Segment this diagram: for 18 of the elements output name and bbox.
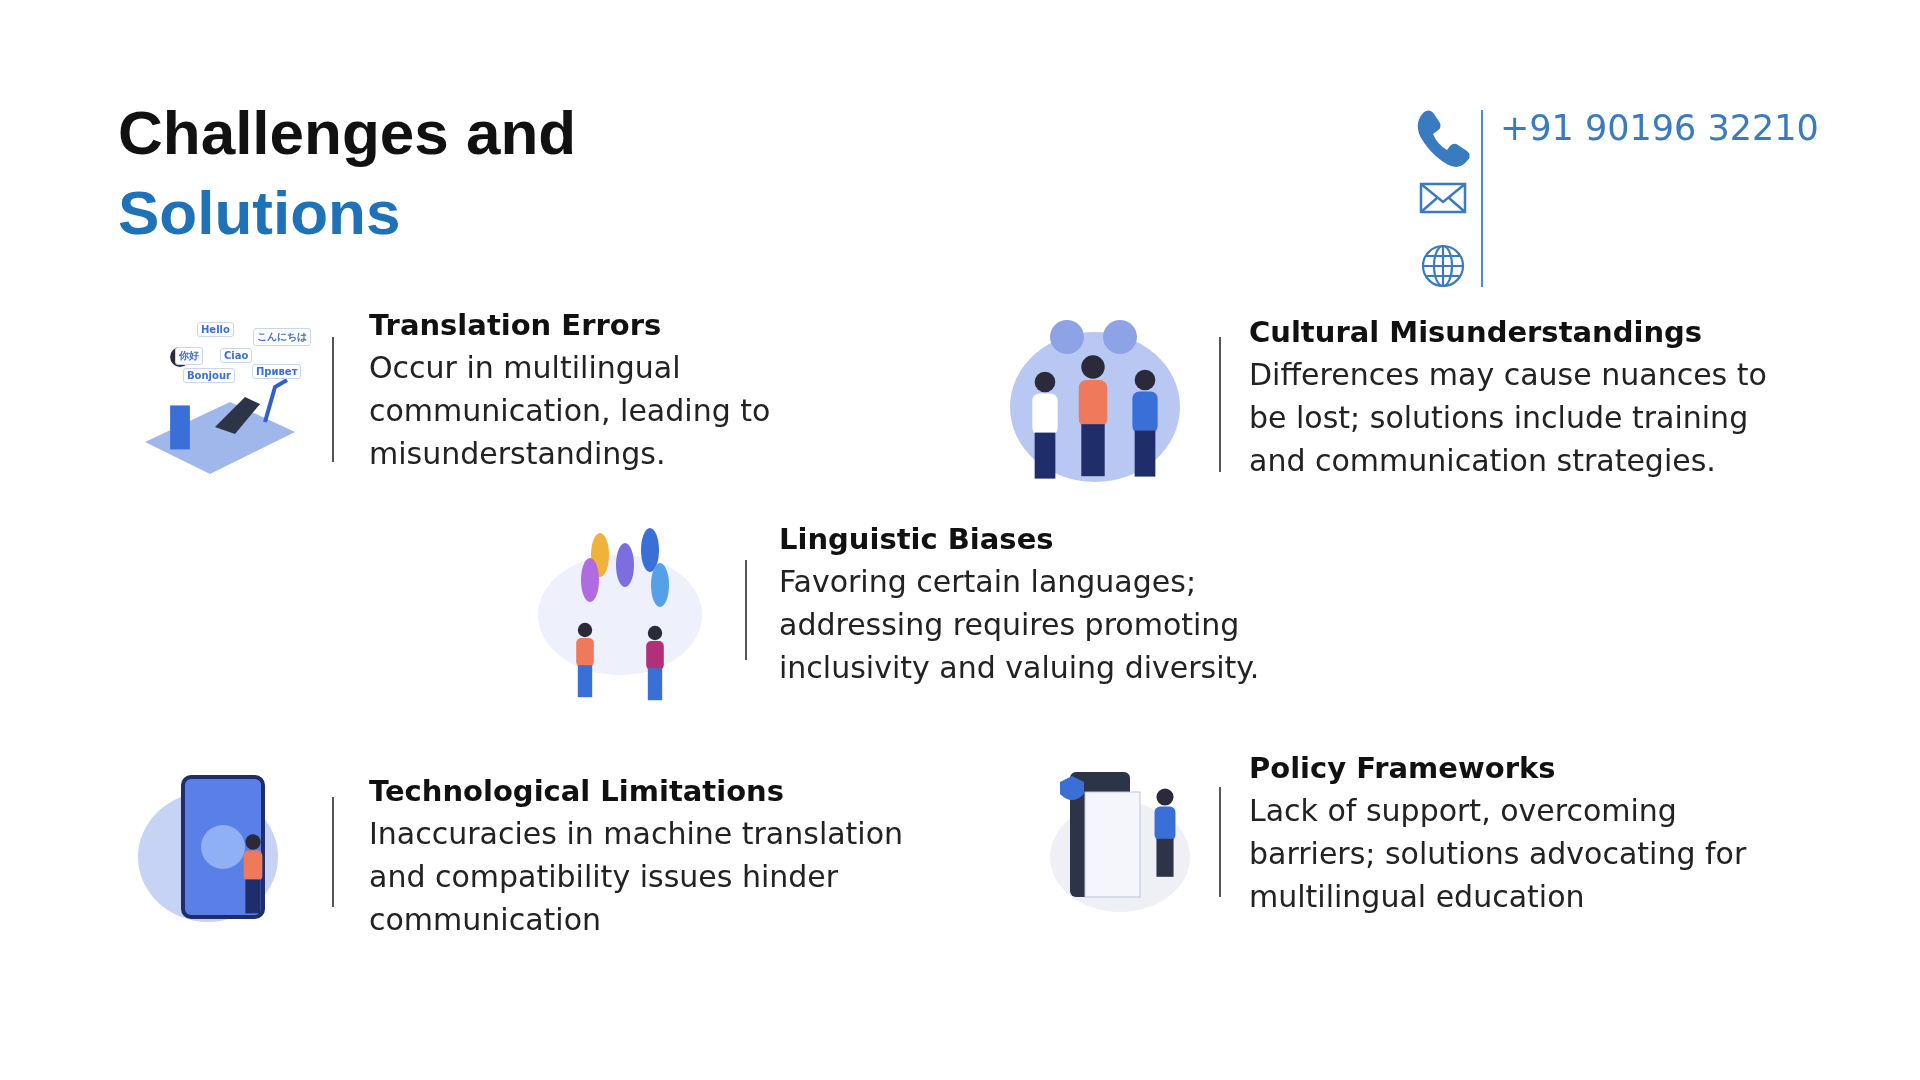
item-heading: Cultural Misunderstandings (1249, 315, 1704, 349)
item-description: Inaccuracies in machine translation and compatibility issues hinder communication (369, 815, 905, 939)
item-heading: Linguistic Biases (779, 522, 1055, 556)
speech-bubble: 你好 (175, 347, 203, 365)
item-description: Differences may cause nuances to be lost; solutions include training and communication strategies. (1249, 356, 1768, 480)
speech-bubble: こんにちは (253, 328, 311, 346)
item-heading: Policy Frameworks (1249, 751, 1557, 785)
item-heading: Technological Limitations (369, 774, 785, 808)
speech-bubble: Bonjour (183, 368, 235, 383)
item-heading: Translation Errors (369, 308, 663, 342)
phone-number: +91 90196 32210 (1500, 108, 1819, 148)
item-description: Favoring certain languages; addressing requires promoting inclusivity and valuing diversity. (779, 563, 1261, 687)
item-description: Occur in multilingual communication, leading to misunderstandings. (369, 349, 772, 473)
speech-bubble: Hello (197, 322, 234, 337)
item-description: Lack of support, overcoming barriers; solutions advocating for multilingual education (1249, 792, 1748, 916)
speech-bubble: Привет (252, 364, 302, 379)
speech-bubble: Ciao (220, 348, 253, 363)
title: Solutions (118, 182, 401, 244)
